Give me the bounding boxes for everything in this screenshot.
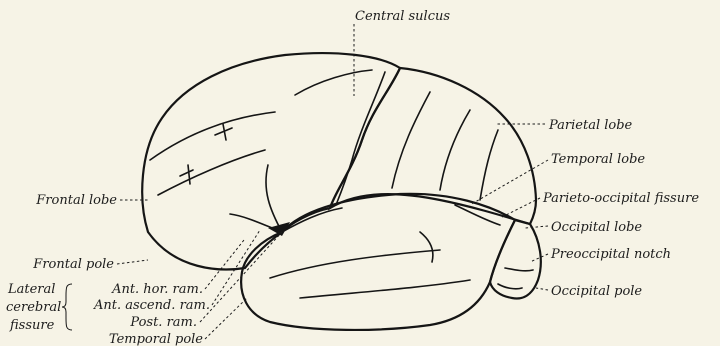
label-occipital-pole: Occipital pole (551, 284, 642, 299)
label-lateral: Lateral (7, 282, 55, 297)
label-frontal-lobe: Frontal lobe (35, 193, 117, 208)
label-fissure: fissure (9, 318, 55, 333)
label-post-ram: Post. ram. (129, 315, 197, 330)
label-temporal-lobe: Temporal lobe (551, 152, 645, 167)
label-frontal-pole: Frontal pole (32, 257, 114, 272)
label-ant-hor-ram: Ant. hor. ram. (111, 282, 203, 297)
occipital-lobe-region (490, 220, 541, 298)
lateral-fissure-brace (62, 284, 72, 330)
label-cerebral: cerebral (6, 300, 61, 315)
parietal-lobe-region (330, 68, 536, 224)
label-parieto-occipital-fissure: Parieto-occipital fissure (542, 191, 699, 206)
label-ant-ascend-ram: Ant. ascend. ram. (93, 298, 210, 313)
label-temporal-pole: Temporal pole (109, 332, 203, 346)
label-parietal-lobe: Parietal lobe (548, 118, 633, 133)
label-preoccipital-notch: Preoccipital notch (550, 247, 671, 262)
label-central-sulcus: Central sulcus (355, 9, 450, 24)
label-occipital-lobe: Occipital lobe (551, 220, 642, 235)
